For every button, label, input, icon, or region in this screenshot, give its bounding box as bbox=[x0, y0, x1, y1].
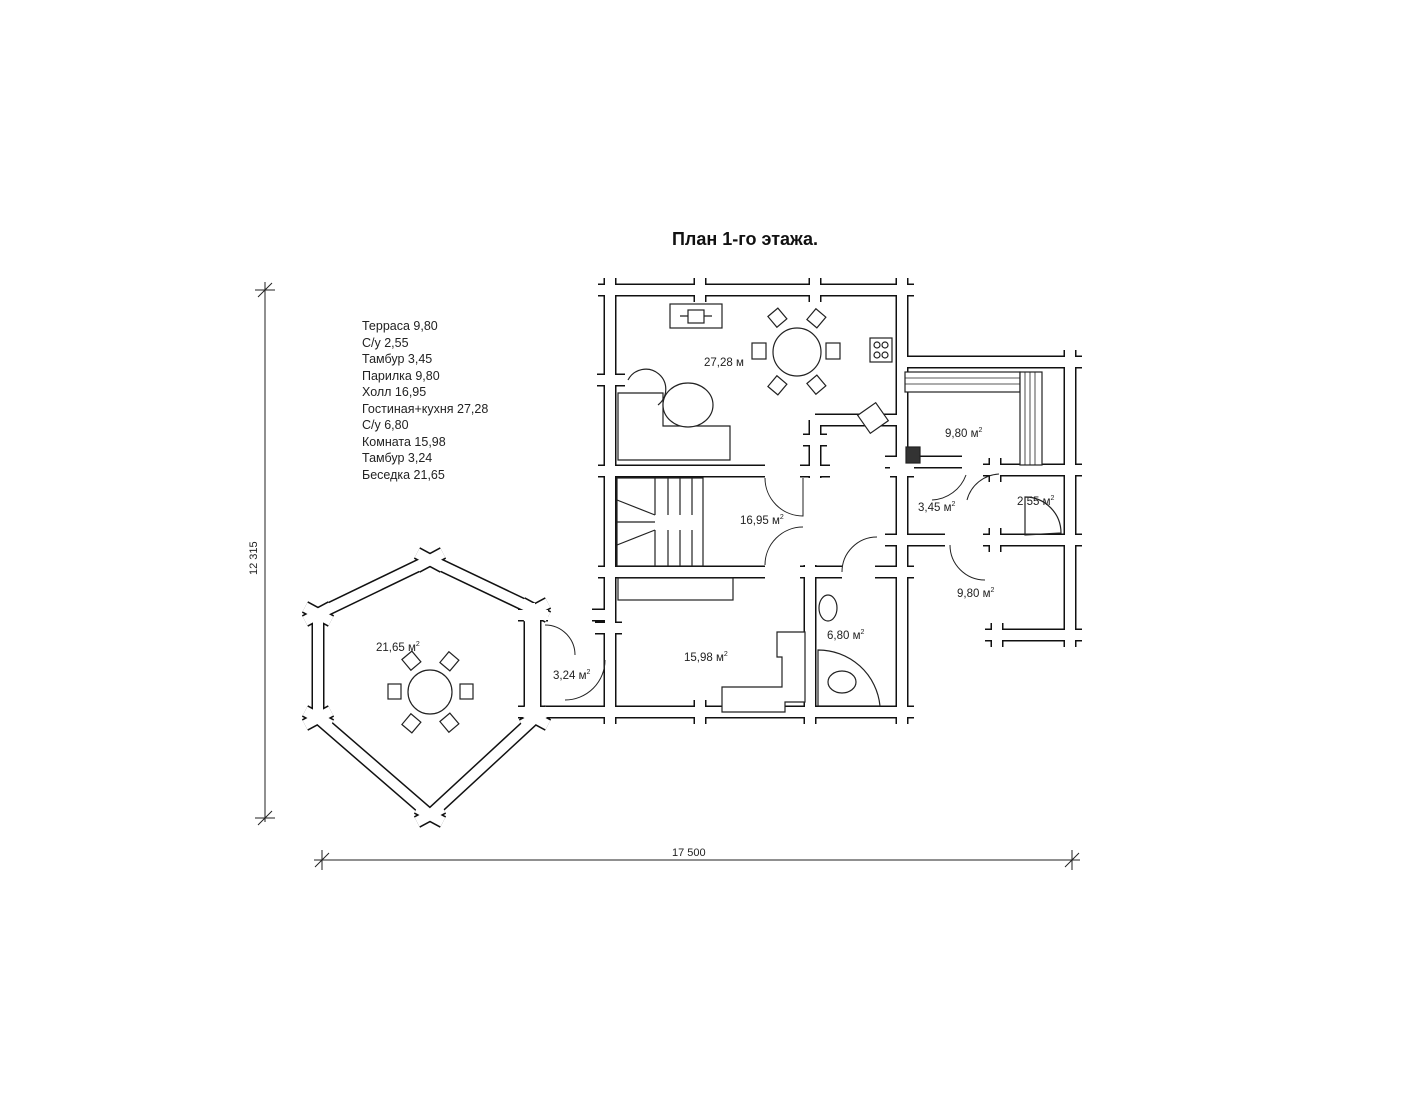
wall bbox=[426, 714, 539, 819]
room-label-hall: 16,95 м2 bbox=[740, 514, 784, 527]
shower bbox=[1024, 496, 1062, 536]
wall bbox=[302, 602, 334, 626]
legend-item: С/у 6,80 bbox=[362, 418, 409, 432]
furniture bbox=[387, 303, 1062, 734]
wardrobe bbox=[617, 577, 734, 601]
wall bbox=[414, 548, 446, 572]
wall bbox=[519, 706, 551, 730]
legend-item: Терраса 9,80 bbox=[362, 319, 438, 333]
sauna-bench bbox=[904, 371, 1021, 393]
legend-item: Тамбур 3,45 bbox=[362, 352, 433, 366]
sauna-heater bbox=[905, 446, 921, 464]
room-label-tambour-1: 3,45 м2 bbox=[918, 501, 956, 514]
dimension-width: 17 500 bbox=[672, 847, 706, 859]
legend-item: Гостиная+кухня 27,28 bbox=[362, 401, 489, 416]
wall bbox=[427, 555, 538, 615]
corner-sofa bbox=[721, 631, 806, 713]
sofa bbox=[617, 392, 731, 461]
room-label-wc-1: 2,55 м2 bbox=[1017, 495, 1055, 508]
wall bbox=[314, 714, 434, 819]
dining-table bbox=[772, 327, 822, 377]
room-label-terrace: 9,80 м2 bbox=[957, 587, 995, 600]
room-label-gazebo: 21,65 м2 bbox=[376, 641, 420, 654]
legend-item: Тамбур 3,24 bbox=[362, 451, 433, 465]
stove bbox=[869, 337, 893, 363]
coffee-table bbox=[662, 382, 714, 428]
legend-item: Беседка 21,65 bbox=[362, 467, 445, 482]
gazebo-table bbox=[407, 669, 453, 715]
room-label-room: 15,98 м2 bbox=[684, 651, 728, 664]
legend-item: С/у 2,55 bbox=[362, 335, 409, 350]
room-label-bath: 6,80 м2 bbox=[827, 629, 865, 642]
dimension-height: 12 315 bbox=[248, 541, 260, 575]
wall bbox=[519, 598, 551, 622]
plan-title: План 1-го этажа. bbox=[671, 229, 819, 249]
room-label-sauna: 9,80 м2 bbox=[945, 427, 983, 440]
room-label-living: 27,28 м bbox=[704, 357, 744, 369]
dimension-lines bbox=[255, 282, 1080, 870]
room-label-tambour-2: 3,24 м2 bbox=[553, 669, 591, 682]
wall bbox=[315, 555, 433, 619]
legend-item: Парилка 9,80 bbox=[362, 368, 440, 383]
wall bbox=[414, 803, 446, 827]
wall bbox=[302, 706, 334, 730]
toilet bbox=[818, 594, 838, 622]
legend-item: Комната 15,98 bbox=[362, 434, 446, 449]
legend-item: Холл 16,95 bbox=[362, 385, 427, 399]
